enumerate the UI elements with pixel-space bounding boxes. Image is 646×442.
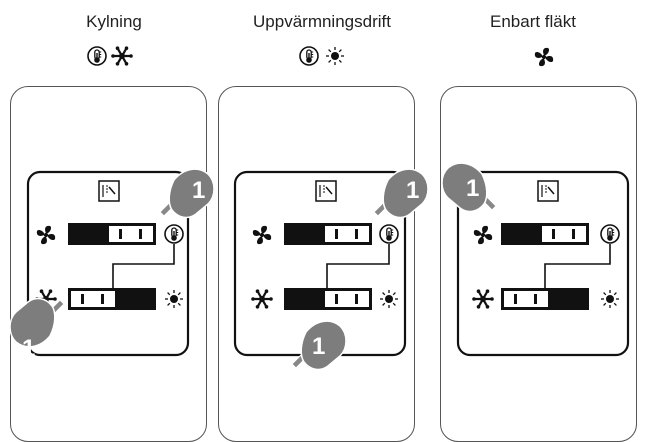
fan-icon: [534, 47, 554, 67]
sun-icon: [164, 289, 184, 309]
sun-icon: [600, 289, 620, 309]
control-panel-cooling: [26, 170, 190, 357]
louver-icon: [537, 180, 559, 202]
thermometer-icon: [299, 46, 319, 66]
fan-switch[interactable]: [284, 223, 372, 245]
callout-number: 1: [406, 177, 419, 204]
fan-switch[interactable]: [501, 223, 589, 245]
mode-title-cooling: Kylning: [86, 12, 142, 31]
mode-title-heating: Uppvärmningsdrift: [253, 12, 391, 31]
callout-number: 1: [312, 333, 325, 360]
snowflake-icon: [110, 45, 134, 67]
callout-number: 1: [192, 177, 205, 204]
control-panel-fan-only: [456, 170, 630, 357]
mode-title-fan-only: Enbart fläkt: [490, 12, 576, 31]
callout-number: 1: [466, 175, 479, 202]
fan-switch[interactable]: [68, 223, 156, 245]
thermometer-icon: [87, 46, 107, 66]
louver-icon: [98, 180, 120, 202]
hand-pointer-cooling-top: 1: [159, 168, 215, 219]
mode-switch[interactable]: [68, 288, 156, 310]
callout-number: 1: [22, 335, 35, 362]
thermometer-icon: [379, 224, 399, 244]
thermometer-icon: [164, 224, 184, 244]
mode-switch[interactable]: [501, 288, 589, 310]
hand-pointer-heating-top: 1: [373, 168, 429, 219]
thermometer-icon: [600, 224, 620, 244]
hand-pointer-heating-bottom: 1: [291, 320, 347, 371]
sun-icon: [325, 46, 345, 66]
mode-switch[interactable]: [284, 288, 372, 310]
louver-icon: [315, 180, 337, 202]
sun-icon: [379, 289, 399, 309]
